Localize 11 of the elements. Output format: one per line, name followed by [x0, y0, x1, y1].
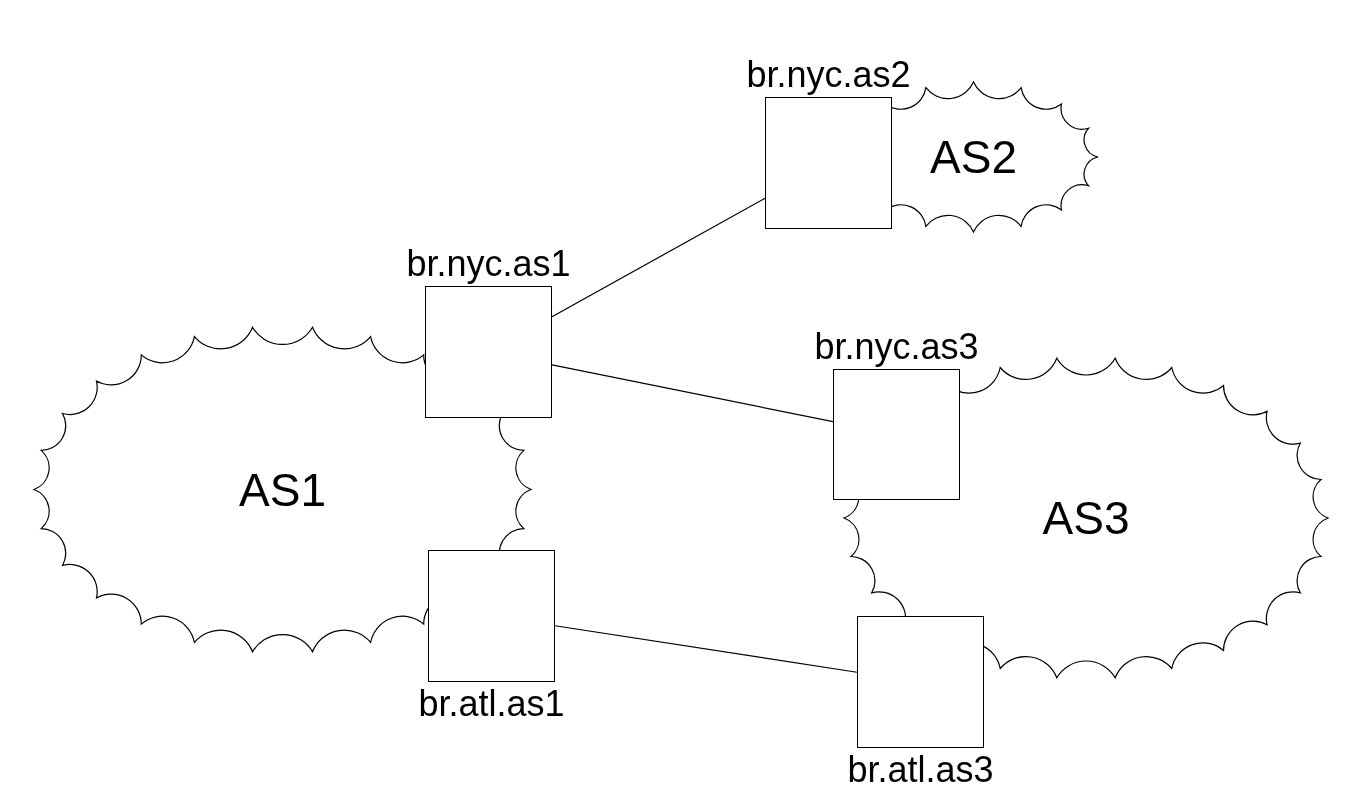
router-label: br.nyc.as3: [814, 329, 979, 365]
link-line: [551, 197, 766, 318]
network-label: AS3: [1042, 495, 1130, 541]
router-label: br.nyc.as2: [746, 57, 911, 93]
network-label: AS2: [930, 134, 1017, 180]
router-label: br.nyc.as1: [406, 246, 571, 282]
router-label: br.atl.as1: [418, 686, 565, 722]
link-line: [551, 364, 834, 423]
network-label: AS1: [239, 466, 326, 513]
link-line: [554, 625, 858, 673]
router-label: br.atl.as3: [847, 752, 994, 788]
